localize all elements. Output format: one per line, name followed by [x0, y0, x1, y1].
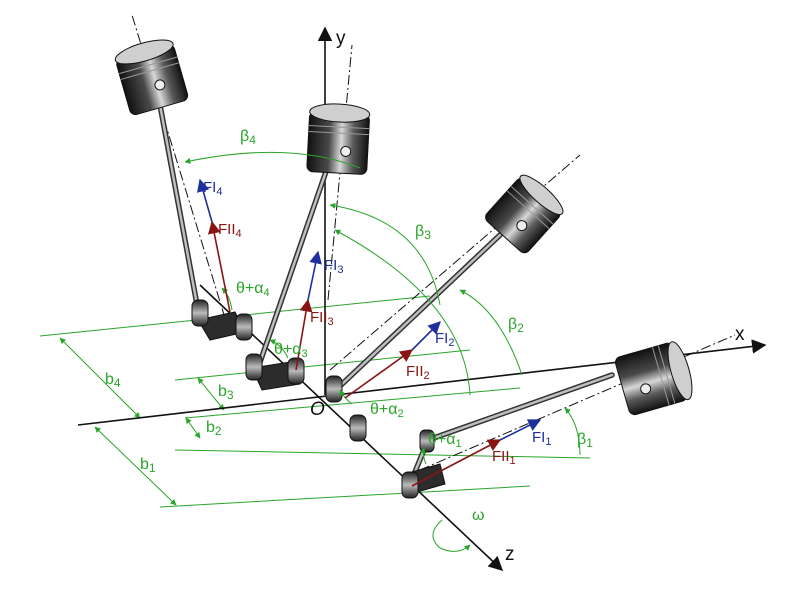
labels: x y z O ω b4 b3 b2 b1 β4 β3 β2 β1 θ+α4 θ…: [105, 28, 745, 565]
label-beta2: β2: [508, 316, 524, 335]
label-b1: b1: [140, 456, 156, 475]
label-FII2: FII2: [406, 363, 430, 382]
connecting-rods: [157, 102, 615, 487]
label-theta-alpha2: θ+α2: [370, 401, 404, 420]
crankshaft: [191, 299, 446, 499]
force-vectors: [197, 178, 542, 487]
label-beta3: β3: [415, 223, 431, 242]
label-b2: b2: [206, 419, 222, 438]
label-FII3: FII3: [310, 309, 334, 328]
force-FI3-arrow: [307, 250, 322, 301]
label-theta-alpha3: θ+α3: [274, 341, 308, 360]
force-FI2-arrow: [411, 321, 441, 351]
force-FII1-arrow: [411, 439, 502, 487]
label-b3: b3: [218, 383, 234, 402]
label-x-axis: x: [735, 324, 745, 345]
label-b4: b4: [105, 371, 121, 390]
force-FII2-arrow: [344, 349, 414, 399]
label-FI4: FI4: [203, 179, 222, 198]
label-origin: O: [310, 399, 325, 420]
dimension-lines: [39, 295, 591, 508]
label-theta-alpha4: θ+α4: [236, 280, 270, 299]
label-z-axis: z: [505, 544, 515, 565]
force-FII3-arrow: [295, 298, 313, 371]
force-FII4-arrow: [207, 220, 231, 313]
label-omega: ω: [472, 507, 485, 524]
label-FII1: FII1: [492, 448, 516, 467]
force-FI1-arrow: [499, 419, 542, 441]
piston-4: [114, 39, 189, 116]
label-FII4: FII4: [218, 221, 242, 240]
force-FI4-arrow: [197, 178, 213, 223]
piston-1: [614, 341, 693, 416]
label-theta-alpha1: θ+α1: [428, 431, 462, 450]
beta-arcs: [184, 151, 581, 456]
label-y-axis: y: [336, 28, 346, 49]
label-FI1: FI1: [532, 429, 551, 448]
piston-3: [306, 103, 371, 175]
label-FI3: FI3: [324, 257, 343, 276]
piston-2: [485, 174, 564, 254]
omega-rotation-arrow: [432, 519, 471, 552]
label-FI2: FI2: [435, 330, 454, 349]
label-beta4: β4: [240, 128, 256, 147]
label-beta1: β1: [577, 431, 593, 450]
